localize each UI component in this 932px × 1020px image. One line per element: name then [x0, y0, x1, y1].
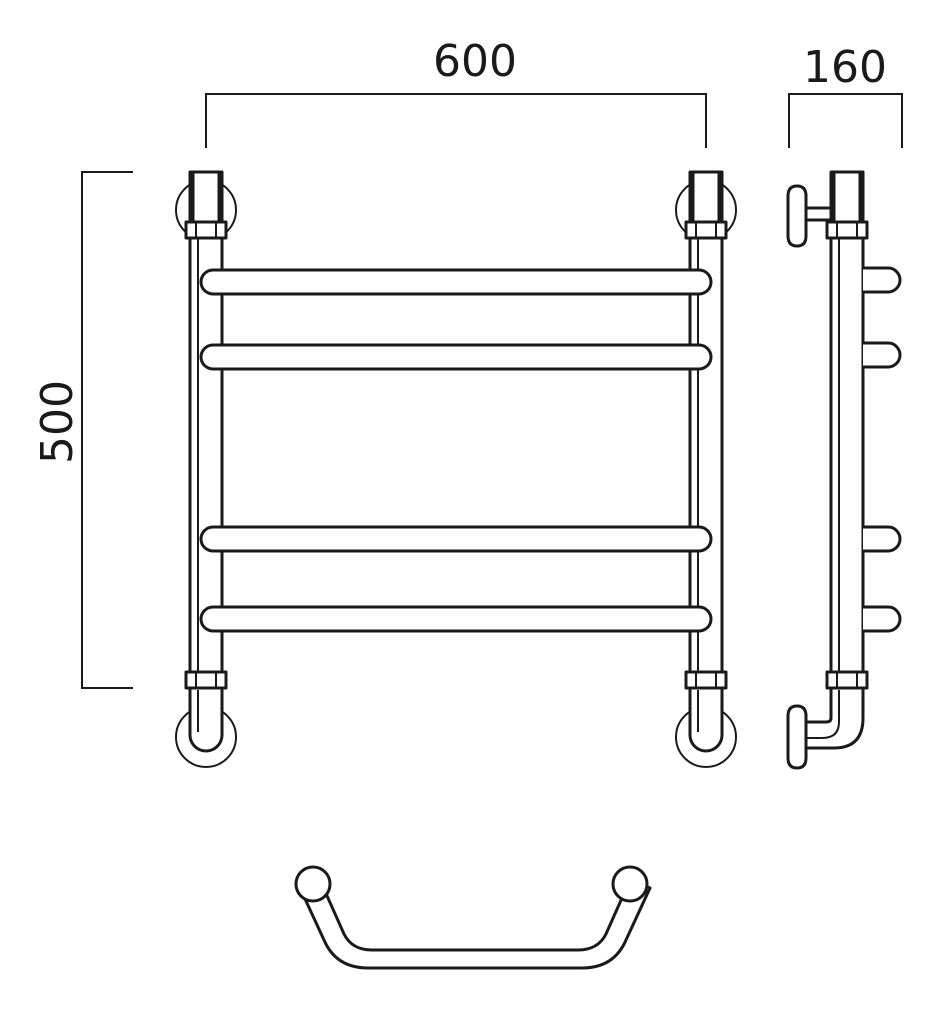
top-view-u-pipe — [298, 878, 652, 970]
side-bottom-nut — [825, 670, 869, 690]
left-vertical-pipe — [188, 170, 224, 680]
side-rung-2 — [861, 341, 902, 369]
top-view — [294, 865, 652, 970]
bottom-left-elbow — [188, 686, 224, 753]
top-left-plug — [191, 170, 221, 224]
side-vertical-pipe — [829, 170, 865, 680]
dimension-height: 500 — [32, 171, 133, 689]
side-rung-3 — [861, 525, 902, 553]
top-view-left-end — [294, 865, 332, 903]
rung-4 — [199, 605, 713, 633]
right-vertical-pipe — [688, 170, 724, 680]
side-top-nut — [825, 220, 869, 240]
side-view — [786, 170, 902, 770]
dimension-depth: 160 — [788, 42, 903, 148]
bottom-right-elbow — [688, 686, 724, 753]
dimension-width-label: 600 — [433, 36, 517, 87]
dimension-height-label: 500 — [32, 380, 83, 464]
side-rung-4 — [861, 605, 902, 633]
rung-3 — [199, 525, 713, 553]
rung-1 — [199, 268, 713, 296]
front-view — [175, 170, 737, 768]
bottom-wall-mount — [786, 704, 808, 770]
dimension-width: 600 — [205, 36, 707, 148]
top-mount-arm — [804, 206, 834, 222]
top-view-right-end — [611, 865, 649, 903]
bottom-left-nut — [184, 670, 228, 690]
rung-2 — [199, 343, 713, 371]
bottom-right-nut — [684, 670, 728, 690]
top-wall-mount — [786, 184, 808, 248]
dimension-depth-label: 160 — [803, 42, 887, 93]
side-top-plug — [832, 170, 862, 224]
top-left-nut — [184, 220, 228, 240]
top-right-plug — [691, 170, 721, 224]
side-rung-1 — [861, 266, 902, 294]
top-right-nut — [684, 220, 728, 240]
